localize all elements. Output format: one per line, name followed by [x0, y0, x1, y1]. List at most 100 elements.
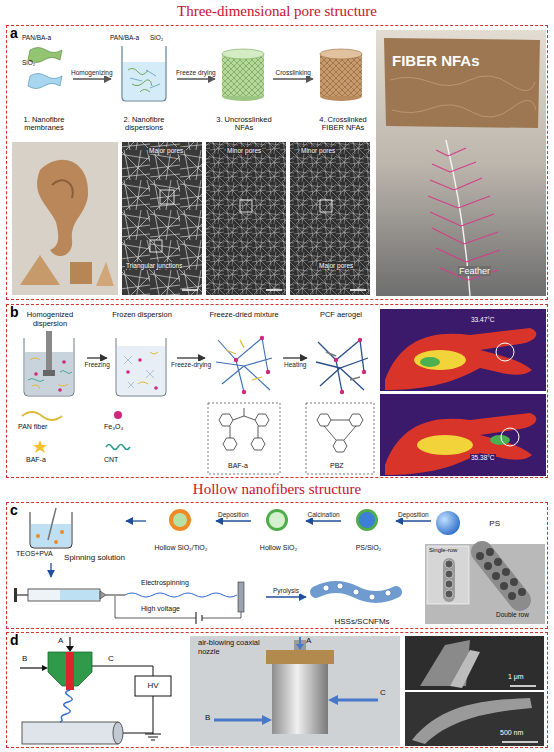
sample-label: FIBER NFAs — [392, 52, 480, 69]
process-arrow — [177, 357, 205, 358]
process-label: High voltage — [141, 605, 211, 613]
panel-frame: bHomogenized dispersion Frozen dispersion… — [6, 304, 548, 478]
step-caption: 3. Uncrosslinked NFAs — [216, 116, 272, 133]
process-step: Frozen dispersion — [107, 310, 177, 400]
step-caption: Spinning solution — [64, 553, 125, 562]
inlet-letter: B — [205, 713, 210, 722]
process-step: 4. Crosslinked FIBER NFAs — [313, 34, 373, 134]
scale-bar-label: 500 nm — [500, 729, 523, 737]
component-key: CNT — [104, 456, 118, 464]
edge-label: Freeze-drying — [170, 361, 212, 368]
inlet-letter: C — [380, 688, 386, 697]
pore-annotation: Major pores — [318, 262, 354, 269]
panel-frame: cPS PS/SiO₂ Hollow SiO₂ Hollow SiO₂/TiO₂ Spi… — [6, 502, 548, 629]
step-caption: Frozen dispersion — [112, 311, 172, 320]
edge-label: Deposition — [397, 511, 430, 518]
process-arrow — [273, 78, 313, 79]
process-step: 3. Uncrosslinked NFAs — [215, 34, 273, 134]
process-step: ElectrospinningHigh voltage — [16, 577, 266, 627]
inlet-letter: A — [306, 636, 311, 645]
process-step: PCF aerogel — [307, 310, 375, 400]
temperature-reading: 33.47°C — [470, 316, 496, 323]
edge-label: Deposition — [217, 511, 250, 518]
inlet-letter: B — [22, 654, 27, 663]
component-key: Fe₃O₄ — [104, 423, 123, 431]
structure-label: PBZ — [330, 462, 344, 470]
process-arrow — [73, 78, 111, 79]
panel-frame: d — [6, 632, 548, 748]
edge-label: Heating — [283, 361, 307, 368]
solution-label: TEOS+PVA — [16, 550, 53, 558]
step-caption: 2. Nanofibre dispersions — [112, 116, 176, 133]
photo-label: air-blowing coaxial nozzle — [198, 639, 262, 656]
process-arrow — [177, 78, 215, 79]
step-caption: HSSs/SCNFMs — [334, 617, 389, 626]
step-caption: PCF aerogel — [320, 311, 362, 320]
material-label: PAN/BA-a — [110, 34, 139, 41]
edge-label: Freezing — [84, 361, 111, 368]
process-step: Freeze-dried mixture — [205, 310, 283, 400]
material-label: SiO₂ — [150, 34, 163, 41]
scale-bar-label: 1 μm — [508, 673, 524, 681]
panel-b-artwork — [22, 309, 546, 476]
process-arrow — [87, 357, 107, 358]
inlet-letter: C — [108, 654, 114, 663]
figure-title: Three-dimensional pore structure — [0, 3, 554, 20]
panel-letter: c — [10, 503, 18, 518]
process-step: Homogenized dispersion — [13, 310, 87, 400]
pore-annotation: Minor pores — [300, 147, 336, 154]
process-label: Electrospinning — [141, 579, 221, 587]
step-caption: Hollow SiO₂ — [260, 544, 297, 552]
component-key: BAF-a — [26, 456, 46, 464]
panel-c-artwork — [14, 508, 545, 624]
structure-label: BAF-a — [228, 462, 248, 470]
step-caption: 1. Nanofibre membranes — [16, 116, 72, 133]
power-supply-label: HV — [135, 681, 171, 690]
process-step: PS/SiO₂ — [341, 507, 396, 553]
temperature-reading: 35.38°C — [470, 454, 496, 461]
process-step: 1. Nanofibre membranes — [15, 34, 73, 134]
process-step: Hollow SiO₂ — [251, 507, 306, 553]
process-arrow — [266, 596, 306, 597]
component-key: PAN fiber — [18, 423, 47, 431]
material-label: SiO₂ — [22, 59, 35, 66]
edge-label: Crosslinking — [275, 69, 312, 76]
step-caption: Hollow SiO₂/TiO₂ — [154, 544, 207, 552]
section-heading: Hollow nanofibers structure — [0, 481, 554, 498]
material-label: PAN/BA-a — [22, 34, 51, 41]
pore-annotation: Major pores — [148, 147, 184, 154]
edge-label: Pyrolysis — [272, 587, 300, 594]
step-caption: Freeze-dried mixture — [209, 311, 278, 320]
process-step: 2. Nanofibre dispersions — [111, 34, 177, 134]
process-arrow — [126, 520, 146, 521]
step-caption: PS — [489, 519, 500, 528]
process-arrow — [283, 357, 307, 358]
panel-letter: b — [10, 305, 19, 320]
process-step: Hollow SiO₂/TiO₂ — [146, 507, 216, 553]
panel-letter: d — [10, 633, 19, 648]
edge-label: Homogenizing — [70, 69, 114, 76]
process-arrow — [306, 520, 341, 521]
process-arrow — [50, 563, 51, 577]
process-step: HSSs/SCNFMs — [306, 577, 418, 627]
process-step: PS — [431, 507, 501, 541]
step-caption: Homogenized dispersion — [14, 311, 86, 328]
panel-a-artwork — [12, 30, 546, 296]
step-caption: PS/SiO₂ — [356, 544, 382, 552]
edge-label: Freeze drying — [175, 69, 217, 76]
photo-label: Feather — [458, 266, 491, 276]
pore-annotation: Minor pores — [226, 147, 262, 154]
inlet-letter: A — [58, 636, 63, 645]
edge-label: Calcination — [307, 511, 341, 518]
panel-letter: a — [10, 26, 18, 41]
pore-annotation: Triangular junctions — [125, 262, 183, 269]
step-caption: 4. Crosslinked FIBER NFAs — [314, 116, 372, 133]
process-arrow — [216, 520, 251, 521]
tem-annotation: Double row — [495, 611, 530, 618]
panel-d-artwork — [20, 636, 544, 746]
process-arrow — [396, 520, 431, 521]
tem-annotation: Single-row — [429, 547, 457, 554]
